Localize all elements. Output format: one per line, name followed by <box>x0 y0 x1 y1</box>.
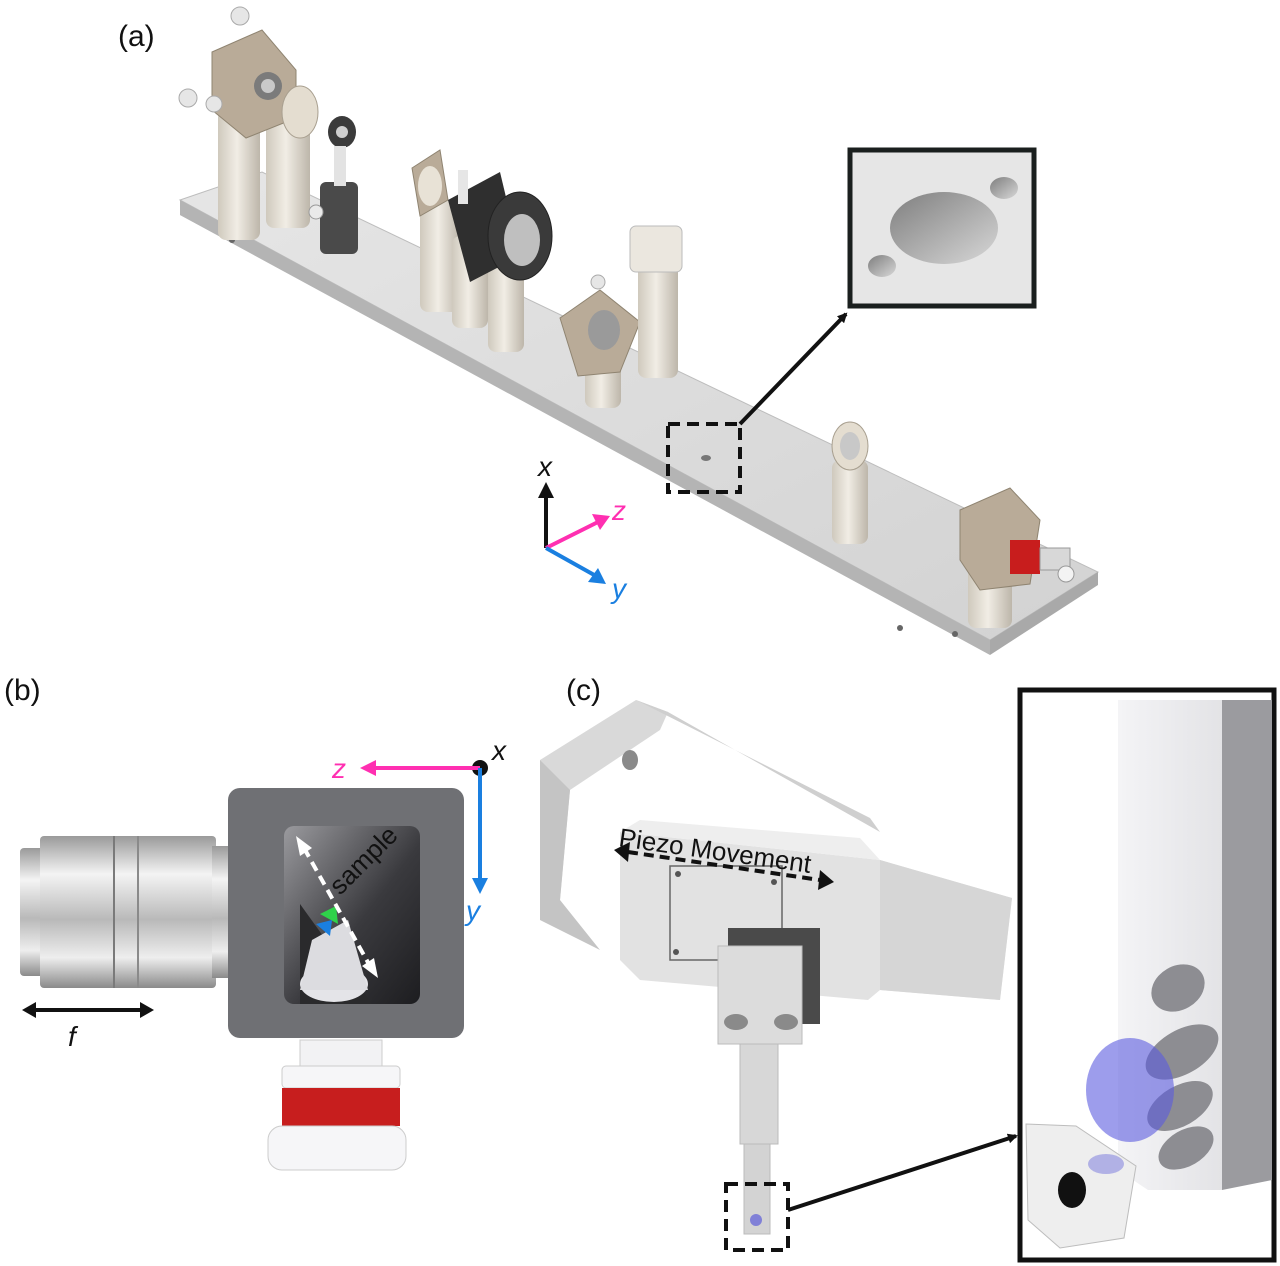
detector-assembly <box>267 1039 407 1171</box>
panel-c: (c) Piezo M <box>540 674 1277 1263</box>
mirror-mount-group-1 <box>178 6 319 240</box>
panel-a: (a) <box>118 6 1100 655</box>
kinematic-mirror-mount <box>559 225 683 408</box>
fiber-coupler-mount <box>959 487 1075 628</box>
hole-marker <box>666 312 848 494</box>
axis-label-y-b: y <box>464 895 482 926</box>
hole-inset <box>847 147 1037 309</box>
breadboard <box>178 171 1100 655</box>
axis-label-x-b: x <box>490 735 507 766</box>
tip-inset <box>1017 687 1277 1263</box>
focal-label: f <box>68 1021 79 1052</box>
axis-label-z-b: z <box>331 753 346 784</box>
axis-triad-a: x z y <box>536 451 628 604</box>
panel-b: (b) sample <box>4 674 507 1171</box>
panel-c-label: (c) <box>566 674 601 707</box>
mirror-post-end <box>831 421 869 544</box>
panel-b-label: (b) <box>4 674 41 707</box>
iris-post <box>308 116 358 254</box>
axis-label-z-a: z <box>611 495 626 526</box>
objective-lens <box>20 836 234 988</box>
rotation-mount-group <box>411 149 553 352</box>
axis-label-y-a: y <box>610 573 628 604</box>
axis-label-x-a: x <box>536 451 553 482</box>
sample-cube <box>228 788 464 1038</box>
axis-triad-b: x z y <box>331 735 507 926</box>
focal-distance: f <box>22 1002 154 1052</box>
cantilever-arm <box>717 928 820 1235</box>
panel-a-label: (a) <box>118 20 155 53</box>
tip-marker <box>724 1133 1018 1252</box>
